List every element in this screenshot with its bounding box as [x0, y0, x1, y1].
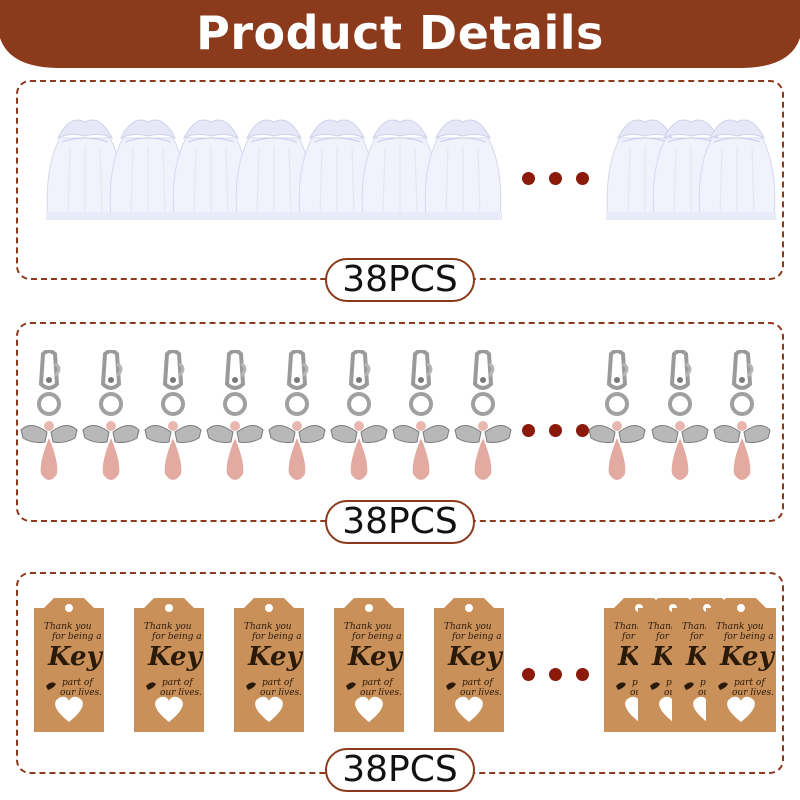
angel-keychain-icon — [392, 350, 450, 480]
angel-keychain-icon — [330, 350, 388, 480]
tag-key-word: Key — [48, 642, 102, 672]
tag-line1: Thank you — [682, 622, 730, 632]
tag-line3: part of — [262, 678, 293, 688]
organza-bag-icon — [46, 119, 124, 220]
angel-keychain-icon — [454, 350, 512, 480]
tag-line3: part of — [62, 678, 93, 688]
tag-key-word: Key — [348, 642, 402, 672]
tag-line2: for being a — [52, 632, 102, 642]
tag-line2: for being a — [252, 632, 302, 642]
organza-bag-icon — [424, 119, 502, 220]
tag-line1: Thank you — [344, 622, 392, 632]
tag-line1: Thank you — [716, 622, 764, 632]
tag-line4: our lives. — [732, 688, 775, 698]
organza-bag-icon — [298, 119, 376, 220]
tag-line4: our lives. — [160, 688, 203, 698]
tags-count-badge: 38PCS — [325, 748, 475, 792]
kraft-tag-icon: Thank you for being a Key part of our li… — [334, 598, 404, 732]
angel-keychain-icon — [206, 350, 264, 480]
page-title: Product Details — [196, 6, 604, 60]
angel-keychain-icon — [82, 350, 140, 480]
kraft-tag-icon: Thank you for being a Key part of our li… — [34, 598, 104, 732]
banner-shape — [0, 0, 800, 68]
kraft-tag-icon: Thank you for being a Key part of our li… — [234, 598, 304, 732]
ellipsis-icon — [522, 172, 589, 185]
tag-line2: for being a — [352, 632, 402, 642]
tag-line3: part of — [362, 678, 393, 688]
tag-line1: Thank you — [648, 622, 696, 632]
kraft-tag-icon: Thank you for being a Key part of our li… — [434, 598, 504, 732]
organza-bag-icon — [172, 119, 250, 220]
tag-line1: Thank you — [444, 622, 492, 632]
organza-bag-icon — [698, 119, 776, 220]
angel-keychain-icon — [713, 350, 771, 480]
organza-bag-icon — [109, 119, 187, 220]
angel-keychain-icon — [268, 350, 326, 480]
kraft-tag-icon: Thank you for being a Key part of our li… — [134, 598, 204, 732]
tag-line1: Thank you — [44, 622, 92, 632]
tag-key-word: Key — [248, 642, 302, 672]
ellipsis-icon — [522, 424, 589, 437]
header-banner: Product Details — [0, 0, 800, 70]
tag-line4: our lives. — [360, 688, 403, 698]
tag-key-word: Key — [448, 642, 502, 672]
angel-keychain-icon — [588, 350, 646, 480]
tag-line2: for being a — [152, 632, 202, 642]
bags-count-badge: 38PCS — [325, 258, 475, 302]
tag-line4: our lives. — [60, 688, 103, 698]
tag-line1: Thank you — [244, 622, 292, 632]
angel-keychain-icon — [651, 350, 709, 480]
organza-bag-icon — [235, 119, 313, 220]
tag-line3: part of — [734, 678, 765, 688]
tag-key-word: Key — [720, 642, 774, 672]
tag-line4: our lives. — [460, 688, 503, 698]
tag-line1: Thank you — [144, 622, 192, 632]
angel-keychain-icon — [144, 350, 202, 480]
ellipsis-icon — [522, 668, 589, 681]
angel-keychain-icon — [20, 350, 78, 480]
tag-line1: Thank you — [614, 622, 662, 632]
kraft-tag-icon: Thank you for being a Key part of our li… — [706, 598, 776, 732]
keychains-count-badge: 38PCS — [325, 500, 475, 544]
tag-key-word: Key — [148, 642, 202, 672]
tag-line2: for being a — [724, 632, 774, 642]
tag-line3: part of — [162, 678, 193, 688]
tag-line3: part of — [462, 678, 493, 688]
organza-bag-icon — [361, 119, 439, 220]
tag-line2: for being a — [452, 632, 502, 642]
tag-line4: our lives. — [260, 688, 303, 698]
